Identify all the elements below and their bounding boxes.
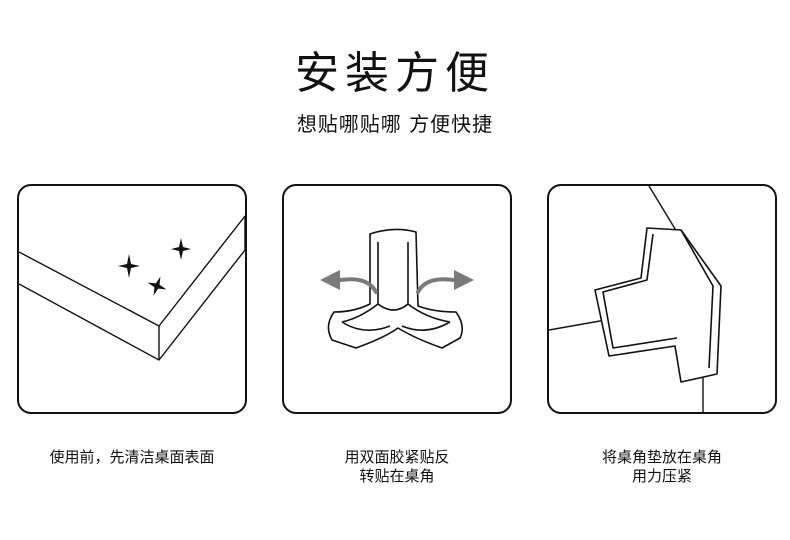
step-3-panel: [547, 184, 777, 414]
flip-right-arrow-icon: [416, 277, 456, 294]
flip-corner-guard-illustration: [320, 228, 474, 349]
press-guard-on-corner-illustration: [549, 186, 722, 412]
step-1-panel: [17, 184, 247, 414]
flip-left-arrow-icon: [338, 277, 378, 294]
step-2-panel: [282, 184, 512, 414]
corner-guard-shape: [594, 227, 722, 383]
page-subtitle: 想贴哪贴哪 方便快捷: [296, 112, 494, 136]
page-title: 安装方便: [295, 48, 495, 99]
step-2-caption: 用双面胶紧贴反 转贴在桌角: [344, 448, 450, 485]
corner-guard-shape: [327, 228, 464, 349]
step-3-caption: 将桌角垫放在桌角 用力压紧: [601, 448, 722, 485]
sparkle-icon: [118, 254, 140, 278]
sparkle-icon: [147, 276, 167, 296]
clean-table-corner-illustration: [19, 215, 245, 361]
table-top-edge: [19, 215, 245, 327]
sparkle-icon: [171, 238, 191, 260]
step-1-caption: 使用前，先清洁桌面表面: [49, 448, 215, 466]
